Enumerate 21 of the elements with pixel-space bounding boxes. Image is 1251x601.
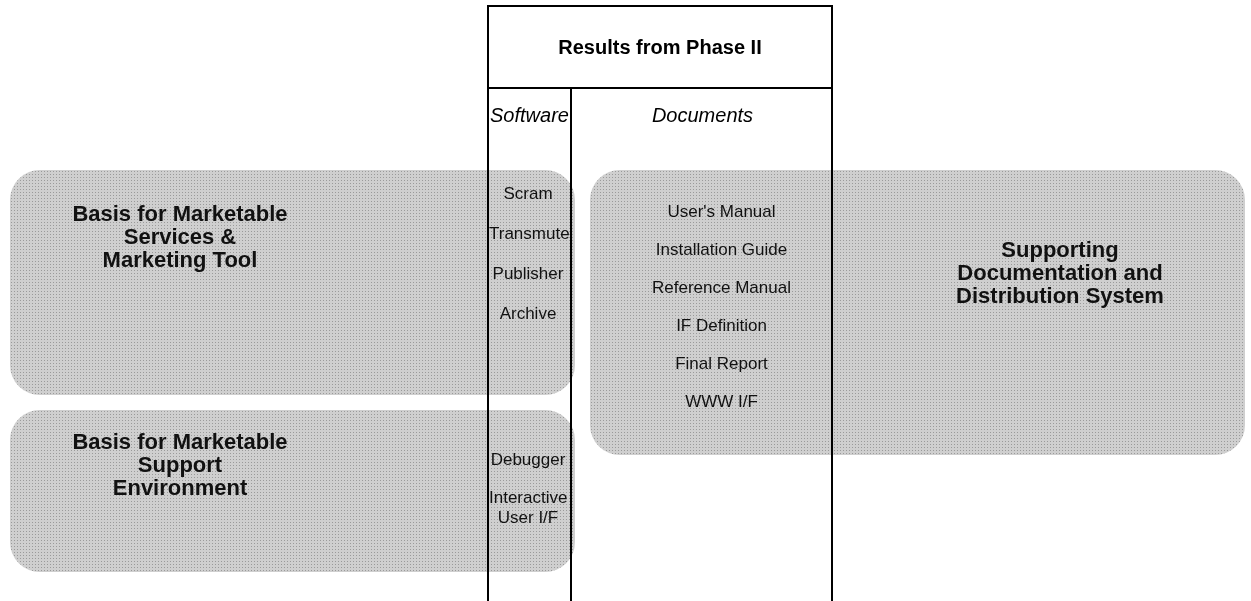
list-item: Final Report [674, 354, 769, 374]
rounded-band [10, 410, 575, 572]
band-heading: Basis for Marketable Support Environment [71, 430, 289, 499]
table-title: Results from Phase II [489, 7, 831, 89]
list-item: Installation Guide [654, 240, 789, 260]
column-header: Software [489, 103, 570, 128]
list-item: IF Definition [675, 316, 768, 336]
list-item: Debugger [489, 450, 567, 470]
list-item: User's Manual [666, 202, 777, 222]
band-heading: Supporting Documentation and Distribution System [955, 238, 1165, 307]
list-item: Interactive User I/F [489, 488, 567, 528]
list-item: Reference Manual [651, 278, 792, 298]
rounded-band [10, 170, 575, 395]
rounded-band [590, 170, 1245, 455]
column-header: Documents [650, 103, 755, 128]
list-item: WWW I/F [684, 392, 759, 412]
list-item: Archive [498, 304, 558, 324]
list-item: Publisher [491, 264, 565, 284]
band-heading: Basis for Marketable Services & Marketing Tool [71, 202, 289, 271]
list-item: Transmute [489, 224, 567, 244]
list-item: Scram [502, 184, 554, 204]
